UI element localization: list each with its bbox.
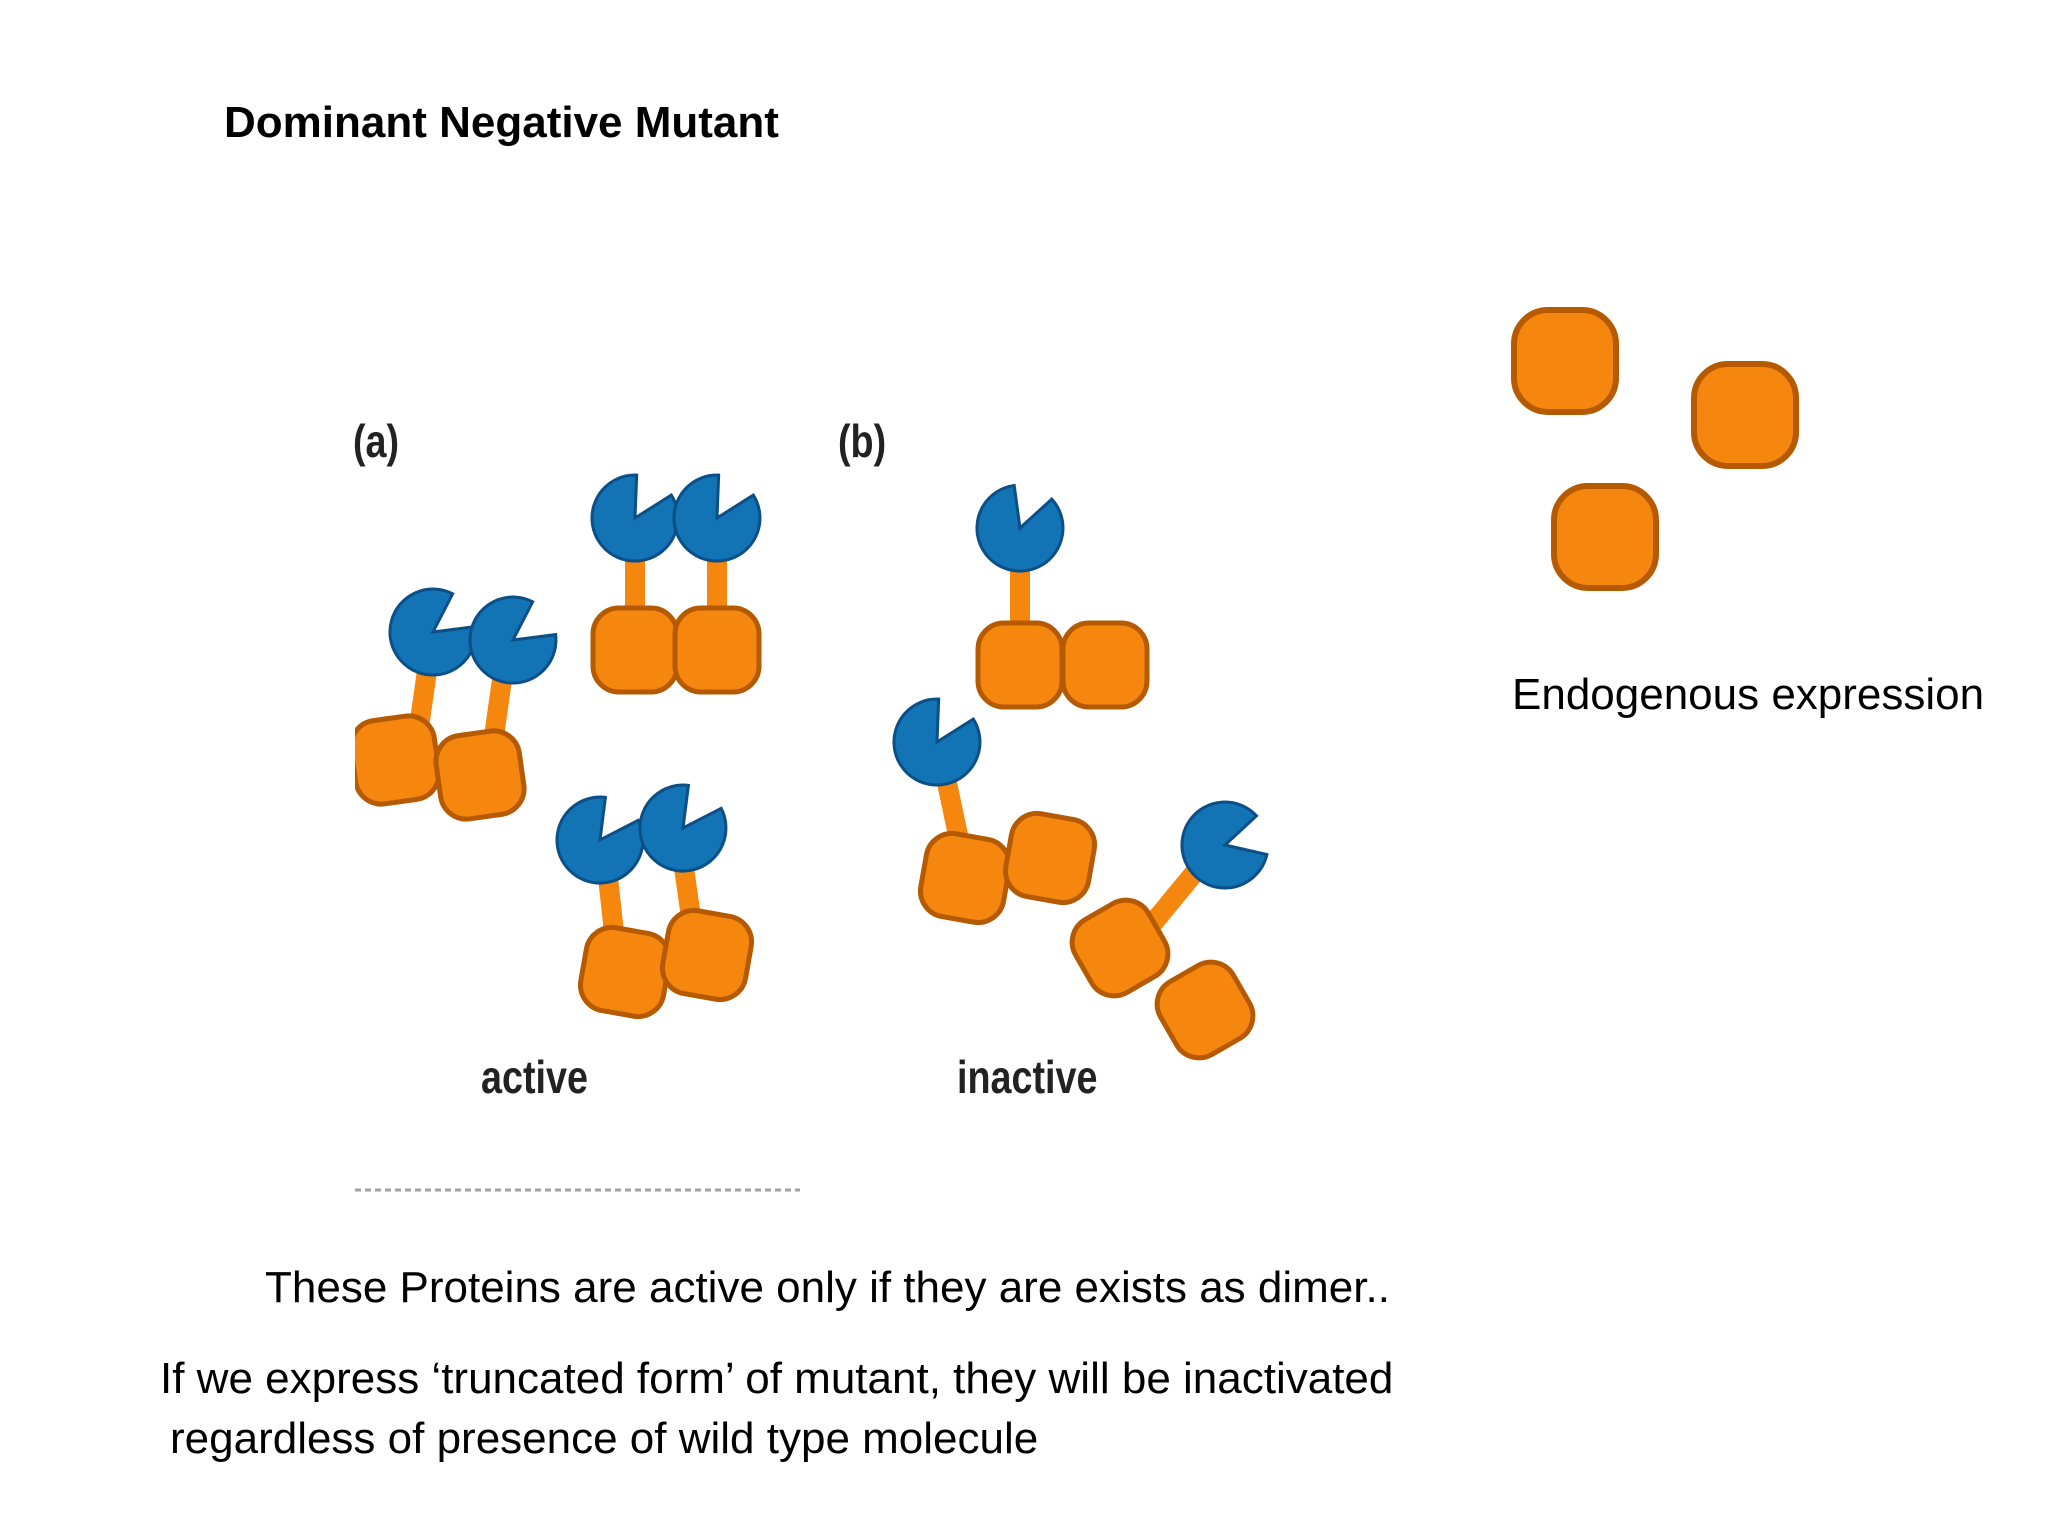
receptor-head-icon — [876, 686, 995, 803]
receptor-head-icon — [656, 462, 775, 579]
endogenous-proteins — [1510, 300, 1810, 630]
receptor-head-icon — [963, 476, 1075, 585]
inactive-dimer-1 — [963, 476, 1147, 707]
endogenous-label: Endogenous expression — [1512, 670, 1985, 719]
panel-b-label: (b) — [838, 415, 887, 467]
dimer-figure-svg — [355, 462, 1275, 1192]
caption-dimer-note: These Proteins are active only if they a… — [265, 1263, 1390, 1312]
active-dimer-2 — [574, 462, 775, 692]
caption-truncated-note: If we express ‘truncated form’ of mutant… — [160, 1354, 1394, 1403]
endogenous-proteins-svg — [1511, 307, 1799, 591]
caption-wild-type-note: regardless of presence of wild type mole… — [170, 1414, 1039, 1463]
endogenous-protein-block — [1691, 361, 1799, 469]
endogenous-protein-block — [1551, 483, 1659, 591]
receptor-head-icon — [451, 581, 571, 702]
inactive-dimer-3 — [1063, 792, 1275, 1068]
active-dimer-3 — [538, 770, 756, 1020]
receptor-head-icon — [538, 782, 659, 902]
panel-a-label: (a) — [353, 415, 400, 467]
active-label: active — [481, 1051, 588, 1103]
endogenous-protein-block — [1511, 307, 1619, 415]
active-dimer-1 — [355, 573, 571, 822]
inactive-dimer-2 — [876, 686, 1098, 927]
slide-title: Dominant Negative Mutant — [224, 98, 779, 147]
inactive-label: inactive — [957, 1051, 1098, 1103]
dimer-figure: (a) (b) active inactive — [353, 400, 1345, 1200]
receptor-head-icon — [621, 770, 742, 890]
